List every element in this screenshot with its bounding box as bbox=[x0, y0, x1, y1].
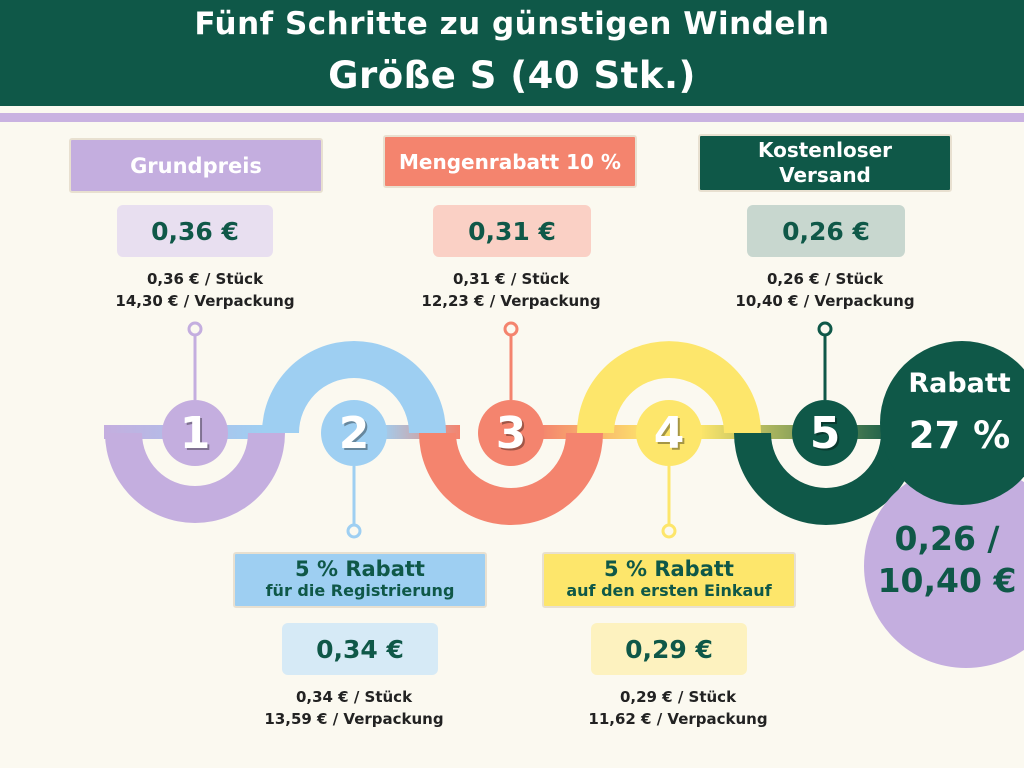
step-2-details: 0,34 € / Stück 13,59 € / Verpackung bbox=[234, 686, 474, 730]
arc-5 bbox=[734, 433, 918, 525]
step-3-per-piece: 0,31 € / Stück bbox=[452, 270, 570, 288]
step-number-3: 3 bbox=[495, 407, 527, 459]
step-circle-5 bbox=[792, 400, 858, 466]
step-1-label-text: Grundpreis bbox=[130, 153, 262, 178]
header-stripe bbox=[0, 113, 1024, 122]
step-number-2: 2 bbox=[338, 407, 370, 459]
stem-dot-4 bbox=[661, 523, 677, 539]
stem-dot-3 bbox=[503, 321, 519, 337]
arc-3 bbox=[419, 433, 603, 525]
stem-dot-2 bbox=[346, 523, 362, 539]
step-1-per-piece: 0,36 € / Stück bbox=[146, 270, 264, 288]
step-5-label-line2: Versand bbox=[779, 163, 871, 187]
step-3-details: 0,31 € / Stück 12,23 € / Verpackung bbox=[391, 268, 631, 312]
step-4-details: 0,29 € / Stück 11,62 € / Verpackung bbox=[558, 686, 798, 730]
step-4-per-pack: 11,62 € / Verpackung bbox=[588, 710, 768, 728]
final-price-circle bbox=[864, 464, 1024, 668]
step-3-label-text: Mengenrabatt 10 % bbox=[399, 149, 621, 174]
title-line-2: Größe S (40 Stk.) bbox=[328, 54, 696, 97]
header-banner: Fünf Schritte zu günstigen Windeln Größe… bbox=[0, 0, 1024, 106]
arc-2 bbox=[262, 341, 446, 433]
step-5-per-piece: 0,26 € / Stück bbox=[766, 270, 884, 288]
step-2-sublabel: für die Registrierung bbox=[265, 581, 455, 600]
step-5-details: 0,26 € / Stück 10,40 € / Verpackung bbox=[705, 268, 945, 312]
step-circle-3 bbox=[478, 400, 544, 466]
step-3-label: Mengenrabatt 10 % bbox=[383, 135, 637, 188]
step-4-price: 0,29 € bbox=[591, 623, 747, 675]
step-5-price: 0,26 € bbox=[747, 205, 905, 257]
step-5-per-pack: 10,40 € / Verpackung bbox=[735, 292, 915, 310]
step-1-price: 0,36 € bbox=[117, 205, 273, 257]
discount-circle bbox=[880, 341, 1024, 505]
step-2-price: 0,34 € bbox=[282, 623, 438, 675]
step-number-5: 5 bbox=[809, 407, 841, 459]
step-4-label-text: 5 % Rabatt bbox=[604, 557, 734, 581]
step-circle-4 bbox=[636, 400, 702, 466]
final-price-line1: 0,26 / bbox=[894, 519, 1000, 558]
step-3-price: 0,31 € bbox=[433, 205, 591, 257]
step-circle-1 bbox=[162, 400, 228, 466]
step-5-label-line1: Kostenloser bbox=[757, 138, 893, 162]
final-price: 0,26 / 10,40 € bbox=[870, 518, 1024, 602]
stem-dot-5 bbox=[817, 321, 833, 337]
step-4-sublabel: auf den ersten Einkauf bbox=[566, 581, 772, 600]
step-1-label: Grundpreis bbox=[69, 138, 323, 193]
step-number-4: 4 bbox=[653, 407, 685, 459]
arc-4 bbox=[577, 341, 761, 433]
step-3-per-pack: 12,23 € / Verpackung bbox=[421, 292, 601, 310]
step-circle-2 bbox=[321, 400, 387, 466]
arc-1 bbox=[105, 433, 285, 523]
step-number-1: 1 bbox=[179, 407, 211, 459]
stem-dot-1 bbox=[187, 321, 203, 337]
step-5-label: Kostenloser Versand bbox=[698, 134, 952, 192]
step-1-details: 0,36 € / Stück 14,30 € / Verpackung bbox=[85, 268, 325, 312]
discount-label: Rabatt bbox=[908, 368, 1011, 399]
step-4-per-piece: 0,29 € / Stück bbox=[619, 688, 737, 706]
step-2-label-text: 5 % Rabatt bbox=[295, 557, 425, 581]
title-line-1: Fünf Schritte zu günstigen Windeln bbox=[194, 6, 830, 42]
discount-value: 27 % bbox=[908, 414, 1011, 457]
step-2-per-piece: 0,34 € / Stück bbox=[295, 688, 413, 706]
step-1-per-pack: 14,30 € / Verpackung bbox=[115, 292, 295, 310]
step-2-label: 5 % Rabatt für die Registrierung bbox=[233, 552, 487, 608]
final-price-line2: 10,40 € bbox=[877, 561, 1017, 600]
step-2-per-pack: 13,59 € / Verpackung bbox=[264, 710, 444, 728]
step-4-label: 5 % Rabatt auf den ersten Einkauf bbox=[542, 552, 796, 608]
